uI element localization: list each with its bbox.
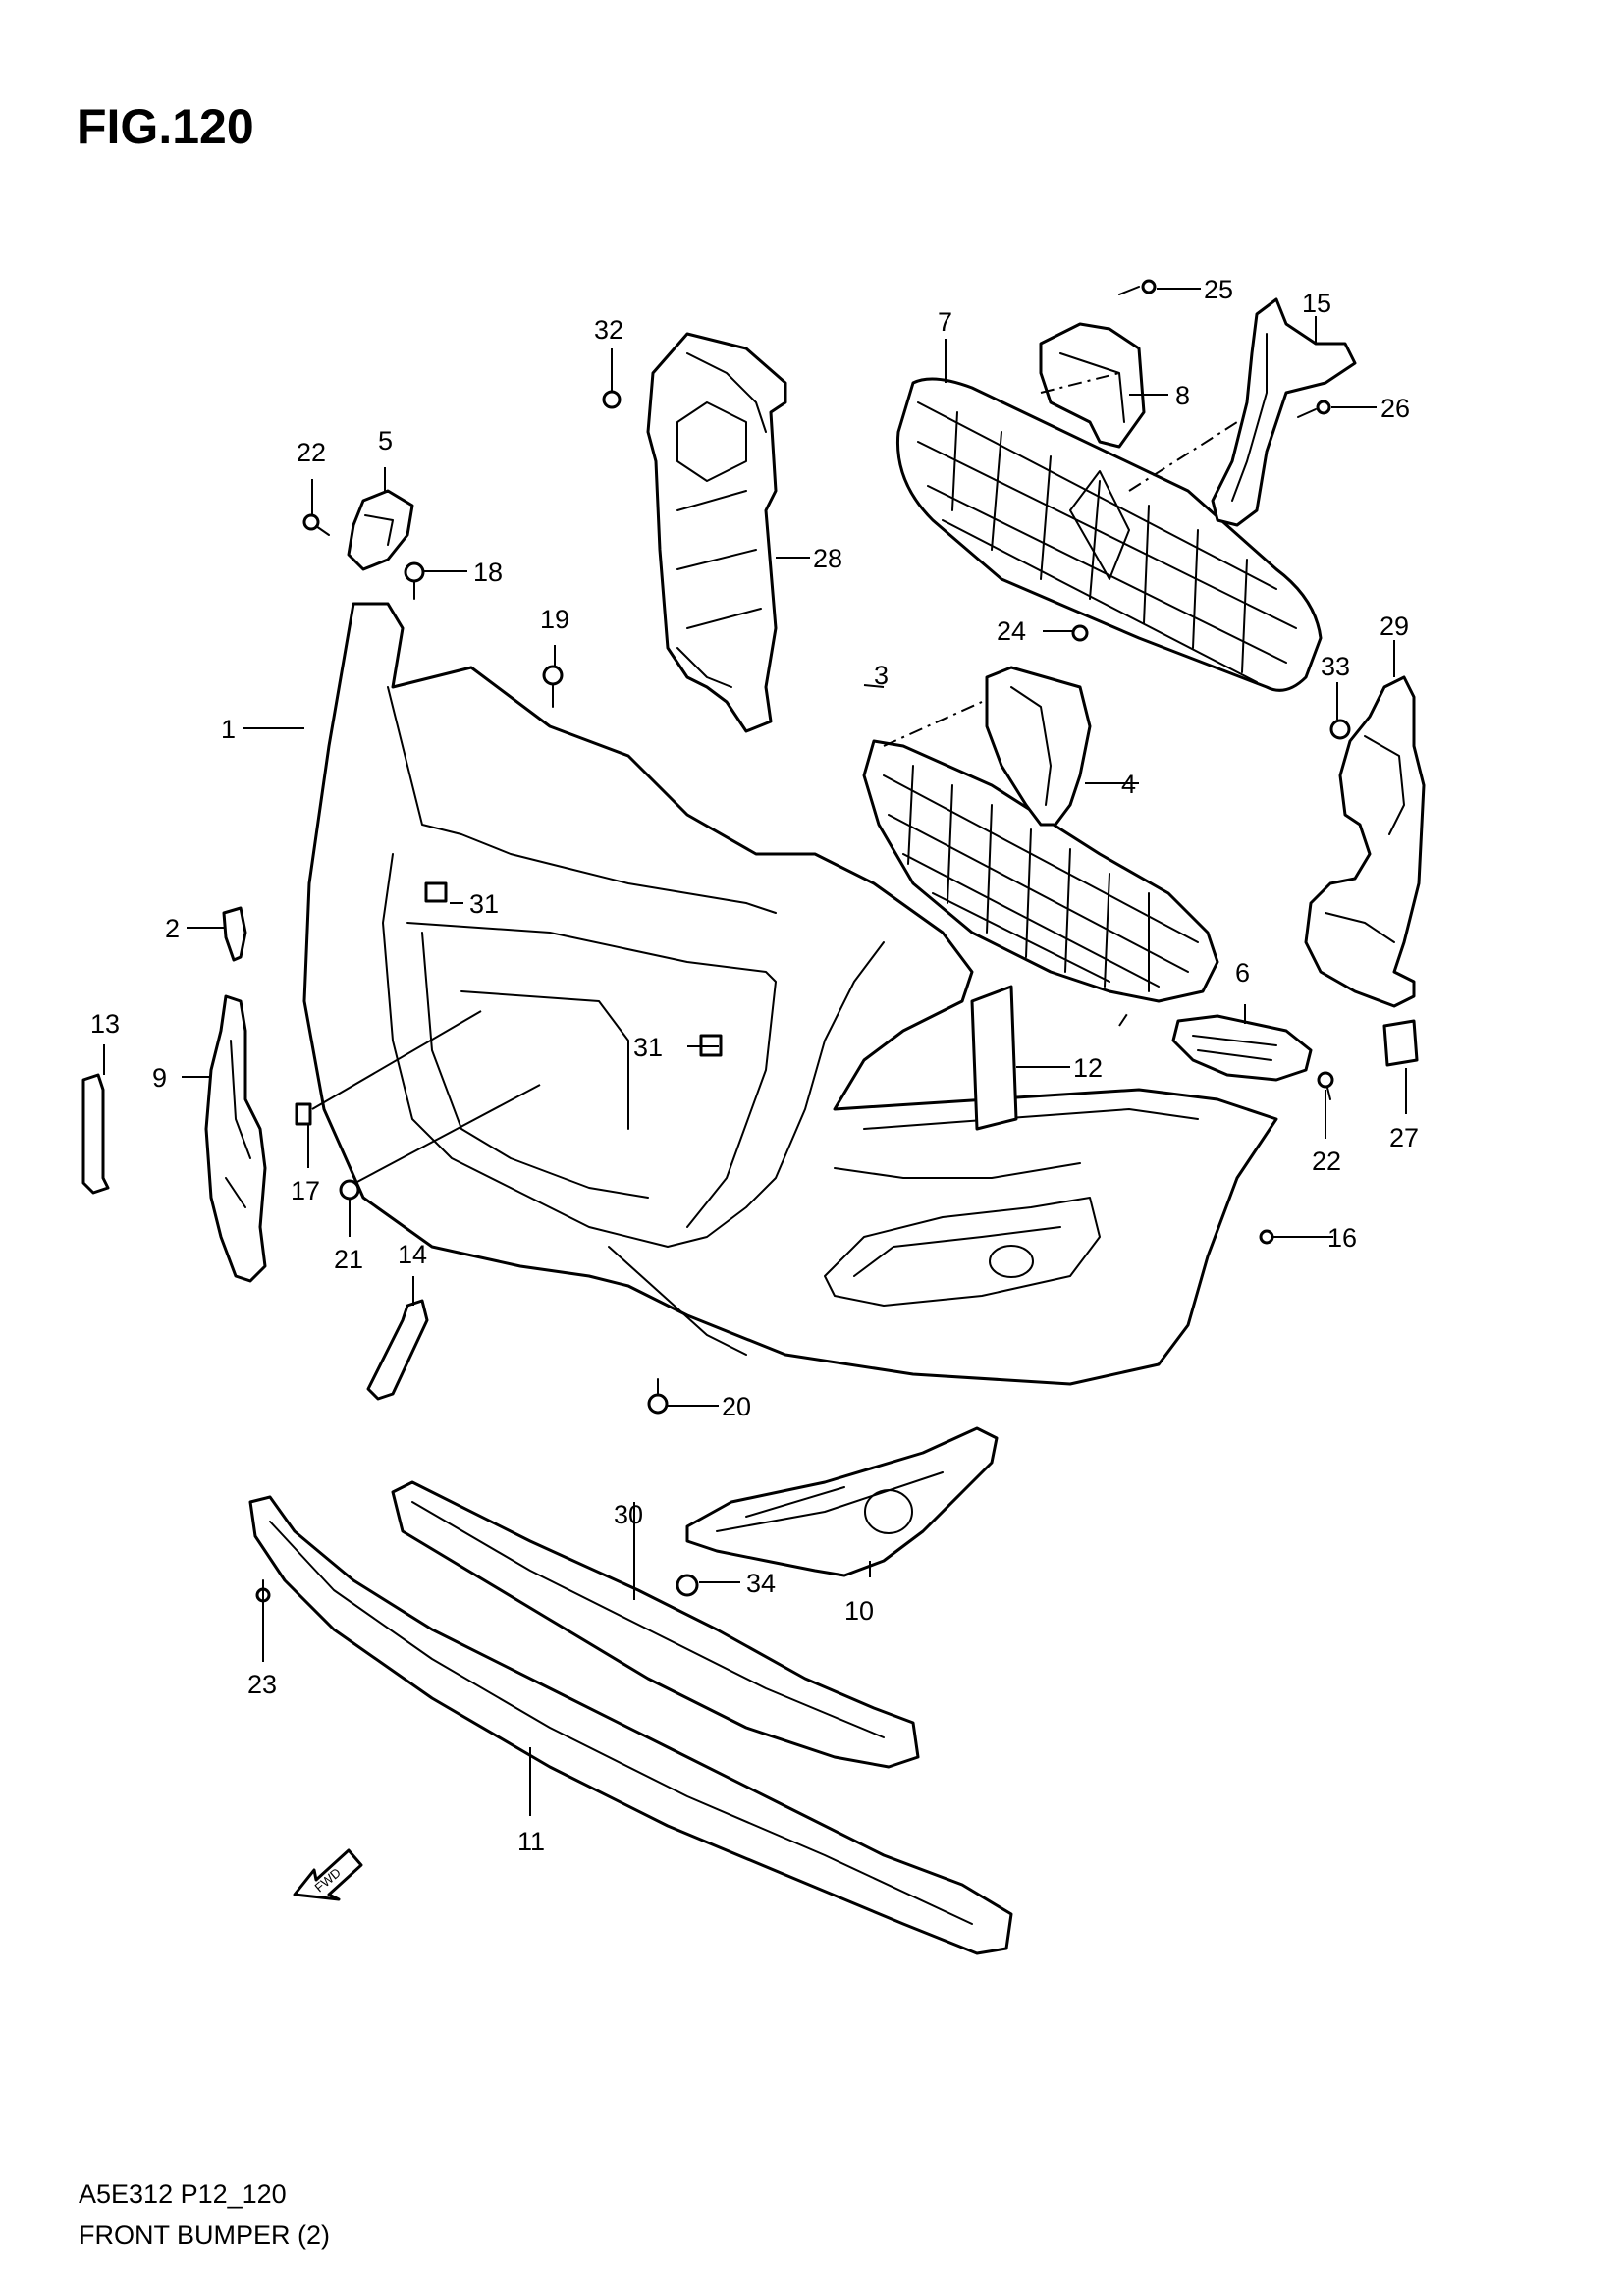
fastener-24 xyxy=(1071,624,1089,642)
part-14-strip xyxy=(366,1299,429,1401)
figure-title: FIG.120 xyxy=(77,99,254,154)
part-15-bracket xyxy=(1211,297,1357,527)
callout-32: 32 xyxy=(594,315,623,345)
part-8-bracket xyxy=(1039,322,1146,449)
fastener-33 xyxy=(1329,719,1351,740)
callout-20: 20 xyxy=(722,1392,751,1421)
callout-16: 16 xyxy=(1327,1223,1357,1253)
part-7-upper-grille xyxy=(895,377,1323,692)
callout-25: 25 xyxy=(1204,275,1233,304)
callout-1: 1 xyxy=(221,715,236,744)
fastener-23 xyxy=(255,1579,271,1611)
fastener-32 xyxy=(602,390,622,409)
callout-2: 2 xyxy=(165,914,180,943)
clip-31-a xyxy=(424,881,448,903)
callout-26: 26 xyxy=(1380,394,1410,423)
figure-code: A5E312 P12_120 xyxy=(79,2179,287,2209)
callout-7: 7 xyxy=(938,307,952,337)
callout-21: 21 xyxy=(334,1245,363,1274)
callout-33: 33 xyxy=(1321,652,1350,681)
part-27-pad xyxy=(1382,1019,1419,1067)
callout-19: 19 xyxy=(540,605,569,634)
fastener-20 xyxy=(647,1378,669,1415)
callout-10: 10 xyxy=(844,1596,874,1626)
callout-9: 9 xyxy=(152,1063,167,1093)
fastener-25 xyxy=(1118,279,1157,295)
figure-name: FRONT BUMPER (2) xyxy=(79,2220,331,2250)
fastener-26 xyxy=(1297,400,1331,418)
part-2-clip xyxy=(222,906,247,962)
part-29-bracket xyxy=(1304,675,1426,1008)
part-30-spoiler xyxy=(391,1480,920,1769)
fastener-34 xyxy=(676,1574,699,1597)
part-4-bracket xyxy=(985,666,1092,827)
callout-28: 28 xyxy=(813,544,842,573)
fastener-18 xyxy=(404,561,425,600)
part-5-bracket xyxy=(347,489,414,571)
fastener-22-right xyxy=(1317,1071,1334,1100)
fastener-21 xyxy=(339,1179,360,1201)
callout-6: 6 xyxy=(1235,958,1250,988)
part-9-bracket xyxy=(204,994,267,1283)
callout-13: 13 xyxy=(90,1009,120,1039)
callout-31-b: 31 xyxy=(633,1033,663,1062)
callout-30: 30 xyxy=(614,1500,643,1529)
callout-22-right: 22 xyxy=(1312,1147,1341,1176)
part-11-lower-lip xyxy=(248,1495,1013,1955)
part-10-fog-bezel xyxy=(685,1426,999,1577)
callout-5: 5 xyxy=(378,426,393,455)
callout-17: 17 xyxy=(291,1176,320,1205)
callout-24: 24 xyxy=(997,616,1026,646)
callout-15: 15 xyxy=(1302,289,1331,318)
fwd-arrow xyxy=(293,1848,363,1901)
part-13-bracket xyxy=(81,1073,110,1195)
callout-34: 34 xyxy=(746,1569,776,1598)
callout-14: 14 xyxy=(398,1240,427,1269)
callout-31-a: 31 xyxy=(469,889,499,919)
part-6-bracket xyxy=(1171,1014,1313,1082)
callout-18: 18 xyxy=(473,558,503,587)
fastener-22-left xyxy=(302,513,330,536)
callout-29: 29 xyxy=(1380,612,1409,641)
fastener-16 xyxy=(1259,1229,1274,1245)
callout-23: 23 xyxy=(247,1670,277,1699)
part-28-bracket xyxy=(646,332,787,733)
callout-3: 3 xyxy=(874,661,889,690)
callout-11: 11 xyxy=(517,1827,545,1856)
callout-8: 8 xyxy=(1175,381,1190,410)
part-3-lower-grille xyxy=(862,739,1219,1003)
callout-27: 27 xyxy=(1389,1123,1419,1152)
part-1-bumper-cover xyxy=(302,602,1278,1386)
fastener-17 xyxy=(295,1102,312,1126)
callout-22-left: 22 xyxy=(297,438,326,467)
callout-4: 4 xyxy=(1121,770,1136,799)
part-12-pad xyxy=(970,985,1018,1131)
callout-12: 12 xyxy=(1073,1053,1103,1083)
fastener-19 xyxy=(542,665,564,708)
